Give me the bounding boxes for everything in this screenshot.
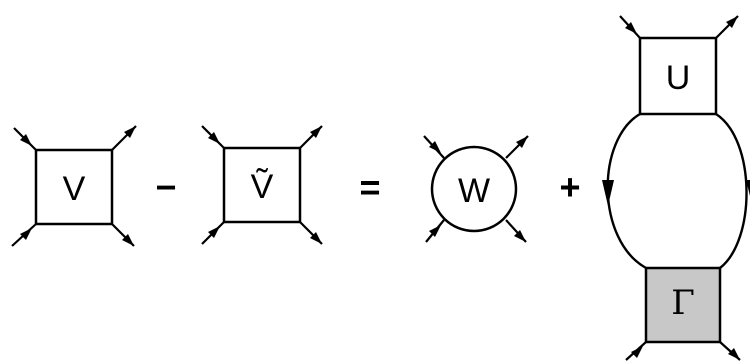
arrow-icon: [310, 126, 322, 138]
arrow-icon: [726, 16, 738, 28]
arrow-icon: [208, 132, 220, 144]
vertex-w-label: W: [458, 172, 490, 210]
loop-arrow-down-icon: [602, 180, 614, 206]
vertex-w-circle: [430, 145, 518, 233]
arrow-icon: [631, 346, 643, 358]
vertex-v-tilde-box: [222, 146, 302, 224]
vertex-v-tilde-label: Ṽ: [251, 168, 274, 206]
vertex-w: W: [423, 135, 529, 243]
vertex-v-label: V: [63, 170, 86, 208]
arrow-icon: [122, 234, 134, 246]
arrow-icon: [625, 22, 637, 34]
vertex-gamma-box: [644, 266, 722, 344]
arrow-icon: [429, 225, 441, 237]
arrow-icon: [429, 141, 441, 153]
vertex-u-box: [638, 36, 718, 116]
vertex-u-label: U: [666, 59, 691, 97]
vertex-v-box: [34, 148, 114, 226]
arrow-icon: [728, 348, 740, 360]
plus-sign: +: [559, 167, 580, 208]
vertex-v: V: [11, 125, 137, 247]
arrow-icon: [124, 126, 136, 138]
arrow-icon: [20, 134, 32, 146]
minus-sign: −: [155, 167, 176, 208]
arrow-icon: [310, 232, 322, 244]
loop-right-line: [715, 112, 748, 269]
arrow-icon: [516, 136, 528, 148]
vertex-gamma-label: Γ: [671, 283, 695, 323]
equals-sign: =: [359, 167, 380, 208]
arrow-icon: [20, 228, 32, 240]
loop-arrow-up-icon: [746, 180, 750, 196]
bubble-diagram: U Γ: [602, 15, 750, 361]
arrow-icon: [208, 226, 220, 238]
loop-left-line: [606, 112, 647, 270]
arrow-icon: [514, 230, 526, 242]
vertex-v-tilde: Ṽ: [201, 125, 323, 245]
